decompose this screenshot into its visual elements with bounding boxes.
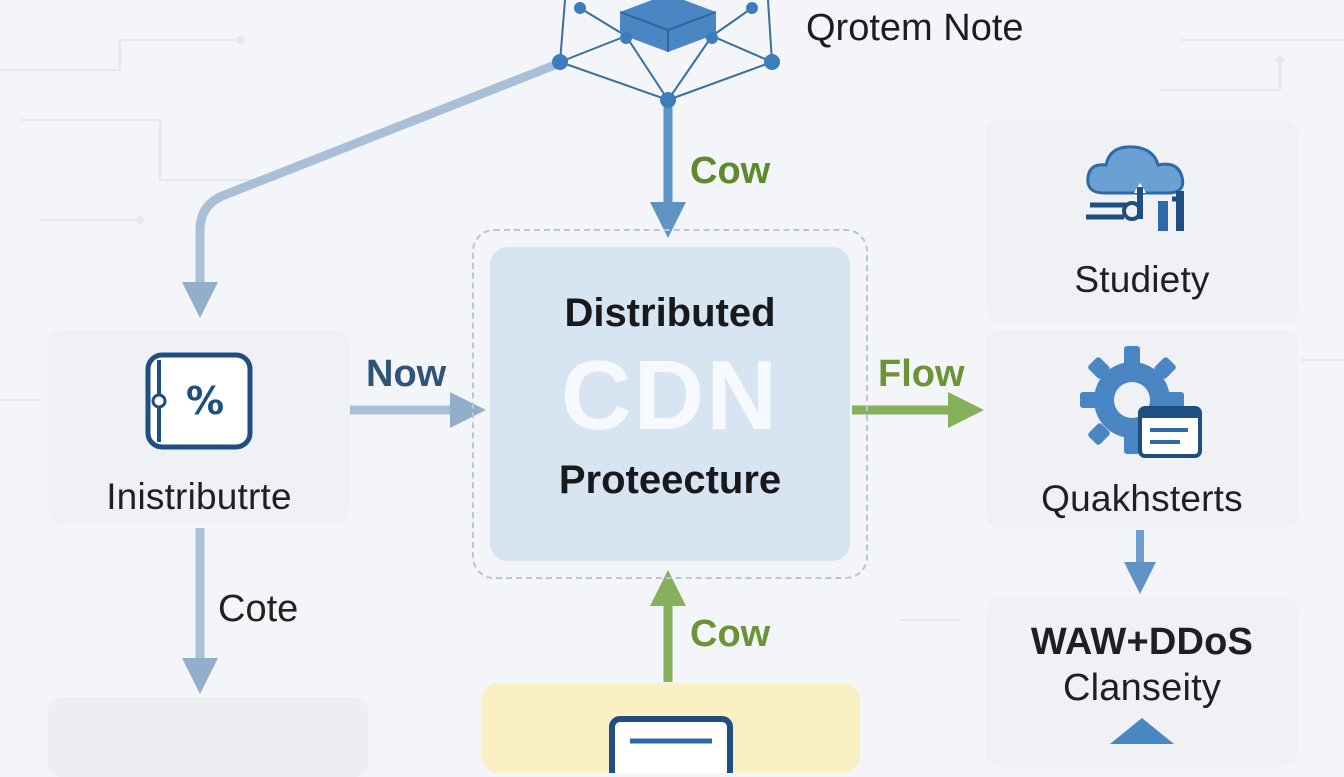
edge-label-cote: Cote — [218, 588, 299, 630]
cdn-subtitle: Proteecture — [558, 458, 782, 502]
card-label-quakhsterts: Quakhsterts — [1041, 478, 1243, 519]
card-label-studiety: Studiety — [1074, 259, 1210, 300]
edge-label-cow-bottom: Cow — [690, 613, 771, 655]
card-studiety[interactable]: Studiety — [986, 119, 1298, 324]
card-label-waw-sub: Clanseity — [1062, 667, 1222, 710]
card-inistributurte[interactable]: % Inistributrte — [48, 330, 350, 524]
upload-arrow-icon — [1110, 717, 1174, 744]
card-label-inistributurte: Inistributrte — [106, 476, 292, 517]
network-cube-icon — [552, 0, 780, 108]
card-bottom-source[interactable] — [482, 683, 860, 773]
card-quakhsterts[interactable]: Quakhsterts — [986, 330, 1298, 528]
gear-window-icon — [1080, 342, 1204, 467]
diagram-canvas — [182, 0, 1156, 694]
edge-label-cow-top: Cow — [690, 150, 771, 192]
cdn-dashed-border — [472, 229, 868, 579]
cdn-title: Distributed — [564, 291, 776, 335]
monitor-icon — [609, 716, 733, 773]
card-label-waw-title: WAW+DDoS — [1030, 621, 1254, 663]
cdn-watermark-text: CDN — [560, 340, 780, 450]
svg-text:%: % — [186, 379, 224, 423]
percent-card-icon: % — [145, 352, 253, 455]
card-bottom-left[interactable] — [48, 697, 368, 777]
cdn-box[interactable]: Distributed CDN Proteecture — [490, 247, 850, 561]
node-label: Qrotem Note — [806, 7, 1024, 49]
edge-label-now: Now — [366, 353, 447, 395]
arrow-node-to-inistributurte — [182, 58, 562, 318]
edge-label-flow: Flow — [878, 353, 965, 395]
card-waw-ddos[interactable]: WAW+DDoS Clanseity — [986, 597, 1298, 767]
cloud-tools-icon — [1080, 143, 1204, 246]
